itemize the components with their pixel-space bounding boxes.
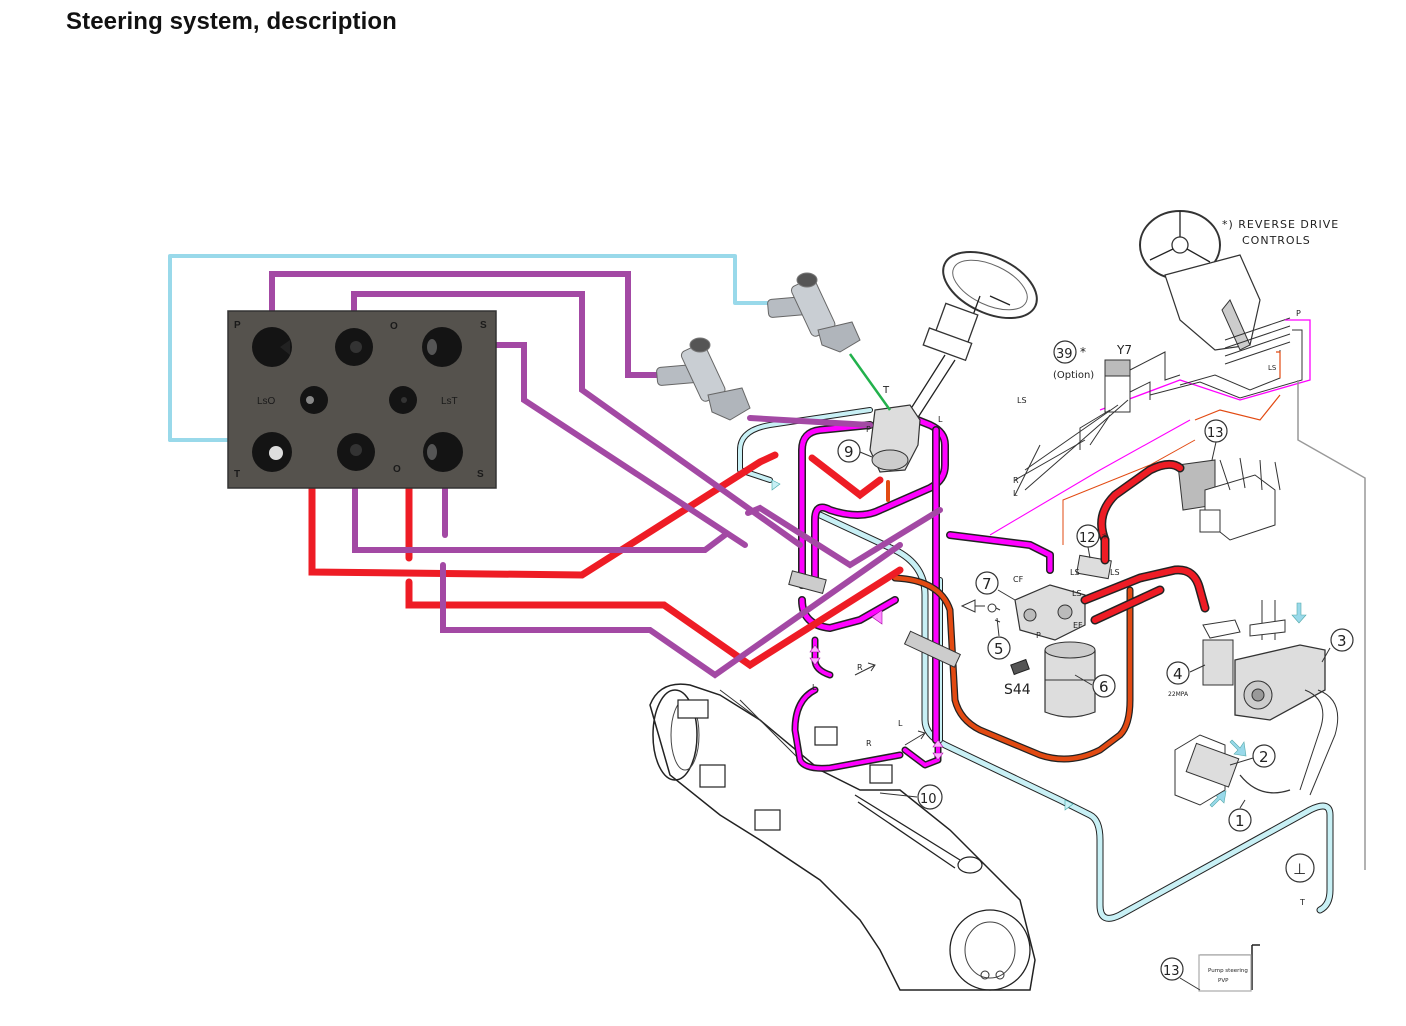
hose-label-l-arrow: L xyxy=(1013,489,1018,498)
pump-pressure-note: 22MPA xyxy=(1168,691,1189,698)
panel-label-o-bottom: O xyxy=(393,464,401,475)
callout-10: 10 xyxy=(879,784,943,810)
hose-label-ls-12b: LS xyxy=(1110,568,1120,577)
pump-box-line1: Pump steering xyxy=(1208,968,1248,974)
hose-label-r-arrow: R xyxy=(1013,476,1019,485)
callout-13-pump-box: 13 xyxy=(1160,957,1201,991)
svg-text:*: * xyxy=(1080,345,1086,359)
panel-label-s-bottom: S xyxy=(477,469,484,480)
orange-hose xyxy=(886,480,1134,763)
panel-label-o-top: O xyxy=(390,321,398,332)
reverse-drive-note-line1: *) REVERSE DRIVE xyxy=(1222,218,1339,231)
svg-text:9: 9 xyxy=(844,443,854,461)
reverse-drive-note-line2: CONTROLS xyxy=(1242,234,1311,247)
flow-arrows xyxy=(1209,602,1307,808)
hose-label-p: P xyxy=(866,425,871,434)
valve-block-13 xyxy=(1177,457,1281,541)
hose-label-ef: EF xyxy=(1073,621,1083,630)
svg-text:*: * xyxy=(1102,531,1108,545)
relief-valve-4 xyxy=(1202,619,1241,686)
svg-text:4: 4 xyxy=(1173,665,1183,683)
callout-12: 12 * xyxy=(1076,524,1108,559)
hose-label-ls-reverse: LS xyxy=(1268,364,1277,372)
tee-fitting-lower xyxy=(656,337,751,421)
callout-3: 3 xyxy=(1321,628,1354,663)
svg-text:12: 12 xyxy=(1079,531,1096,546)
reverse-drive-steering xyxy=(1139,210,1291,365)
filter-6 xyxy=(1044,641,1096,718)
direction-arrows xyxy=(854,662,926,746)
hose-label-l-top: L xyxy=(938,415,943,424)
suction-strainer xyxy=(1174,734,1291,806)
svg-text:⊥: ⊥ xyxy=(1293,860,1306,878)
callout-1: 1 xyxy=(1228,799,1252,832)
svg-text:39: 39 xyxy=(1056,347,1073,362)
hose-clamps xyxy=(788,570,961,668)
svg-text:13: 13 xyxy=(1207,426,1224,441)
hose-label-t: T xyxy=(882,385,890,396)
option-label: (Option) xyxy=(1053,370,1094,381)
overlay-purple-lines xyxy=(269,271,943,679)
steering-wheel xyxy=(904,250,1038,423)
hose-label-ls-pump: LS xyxy=(1072,589,1082,598)
callout-7: 7 xyxy=(975,571,1016,601)
valve-y7-label: Y7 xyxy=(1116,343,1132,357)
svg-text:5: 5 xyxy=(994,640,1004,658)
sensor-s44-label: S44 xyxy=(1004,682,1031,698)
hose-label-t-tank: T xyxy=(1299,898,1305,907)
pump-3 xyxy=(1234,600,1339,796)
panel-label-p: P xyxy=(234,320,241,331)
callout-13-valve: 13 xyxy=(1204,419,1228,461)
svg-text:2: 2 xyxy=(1259,748,1269,766)
svg-text:13: 13 xyxy=(1163,964,1180,979)
svg-text:3: 3 xyxy=(1337,632,1347,650)
panel-label-t: T xyxy=(234,469,240,480)
sensor-s44 xyxy=(960,599,1030,676)
magenta-hoses xyxy=(791,411,1054,772)
callout-2: 2 xyxy=(1229,744,1276,768)
callout-5: 5 xyxy=(987,617,1011,660)
hose-label-cf: CF xyxy=(1013,575,1024,584)
hose-label-l-axle2: L xyxy=(898,719,903,728)
hose-label-ls-12a: LS xyxy=(1070,568,1080,577)
callout-39: 39 * (Option) xyxy=(1053,340,1094,381)
option-valve-y7 xyxy=(1014,351,1181,496)
svg-text:1: 1 xyxy=(1235,812,1245,830)
svg-text:10: 10 xyxy=(920,792,937,807)
hose-label-r-axle: R xyxy=(857,663,863,672)
pump-steering-label-box: Pump steering PVP xyxy=(1198,954,1252,992)
callout-4: 4 xyxy=(1166,661,1206,685)
hose-label-p-pump: P xyxy=(1036,631,1041,640)
svg-text:6: 6 xyxy=(1099,678,1109,696)
hose-label-p-reverse: P xyxy=(1296,309,1301,318)
callout-9: 9 xyxy=(837,439,873,463)
front-axle xyxy=(649,683,1036,991)
pump-valve-7 xyxy=(1014,584,1086,641)
hose-label-ls-valve: LS xyxy=(1017,396,1027,405)
pump-box-line2: PVP xyxy=(1218,978,1229,984)
steering-unit-9 xyxy=(869,404,921,473)
reverse-drive-lines xyxy=(989,319,1366,870)
pressure-hoses-drawing xyxy=(1080,460,1210,625)
hose-label-l-axle: L xyxy=(812,683,817,692)
svg-text:7: 7 xyxy=(982,575,992,593)
tee-fitting-upper xyxy=(767,272,861,353)
page-title: Steering system, description xyxy=(66,8,397,35)
panel-label-lst: LsT xyxy=(441,396,458,407)
hose-label-r-axle2: R xyxy=(866,739,872,748)
callout-6: 6 xyxy=(1074,674,1116,698)
tank-symbol: ⊥ xyxy=(1285,853,1315,883)
port-panel xyxy=(227,310,497,489)
panel-label-lso: LsO xyxy=(257,396,276,407)
panel-label-s-top: S xyxy=(480,320,487,331)
hose-flow-arrows xyxy=(771,479,1074,811)
overlay-red-lines xyxy=(308,396,904,670)
overlay-green-line xyxy=(848,353,892,411)
